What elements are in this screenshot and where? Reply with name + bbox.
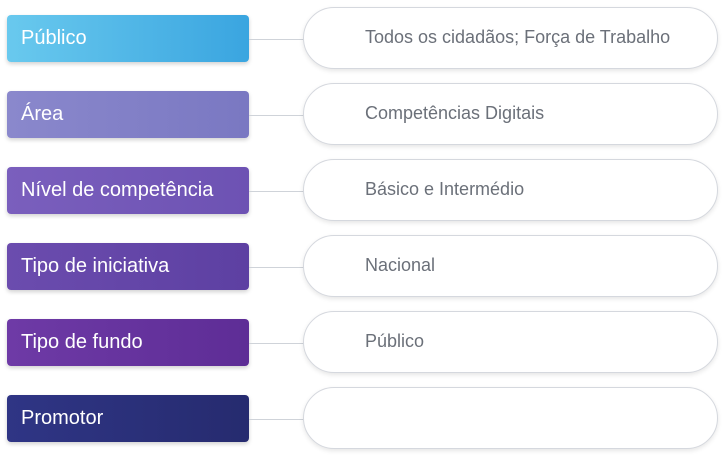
value-publico: Todos os cidadãos; Força de Trabalho [365, 27, 671, 47]
connector-line [249, 343, 305, 344]
value-pill-publico: Todos os cidadãos; Força de Trabalho [303, 7, 718, 69]
value-area: Competências Digitais [365, 103, 545, 123]
row-promotor: Promotor [0, 386, 727, 452]
row-publico: Público Todos os cidadãos; Força de Trab… [0, 6, 727, 72]
connector-line [249, 191, 305, 192]
label-nivel-de-competencia: Nível de competência [7, 167, 249, 214]
row-nivel-de-competencia: Nível de competência Básico e Intermédio [0, 158, 727, 224]
connector-line [249, 267, 305, 268]
row-tipo-de-fundo: Tipo de fundo Público [0, 310, 727, 376]
connector-line [249, 115, 305, 116]
connector-line [249, 39, 305, 40]
row-area: Área Competências Digitais [0, 82, 727, 148]
value-nivel-de-competencia: Básico e Intermédio [365, 179, 525, 199]
label-tipo-de-iniciativa: Tipo de iniciativa [7, 243, 249, 290]
connector-line [249, 419, 305, 420]
label-area: Área [7, 91, 249, 138]
value-pill-area: Competências Digitais [303, 83, 718, 145]
row-tipo-de-iniciativa: Tipo de iniciativa Nacional [0, 234, 727, 300]
label-publico: Público [7, 15, 249, 62]
value-pill-tipo-de-iniciativa: Nacional [303, 235, 718, 297]
value-tipo-de-iniciativa: Nacional [365, 255, 436, 275]
value-tipo-de-fundo: Público [365, 331, 425, 351]
label-promotor: Promotor [7, 395, 249, 442]
value-pill-tipo-de-fundo: Público [303, 311, 718, 373]
value-pill-nivel-de-competencia: Básico e Intermédio [303, 159, 718, 221]
label-tipo-de-fundo: Tipo de fundo [7, 319, 249, 366]
value-pill-promotor [303, 387, 718, 449]
